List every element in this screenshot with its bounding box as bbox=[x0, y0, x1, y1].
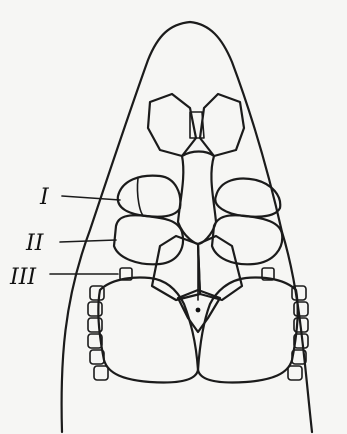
central-dot bbox=[196, 308, 201, 313]
label-ii: II bbox=[25, 231, 45, 256]
left-scalloped-margin bbox=[88, 286, 108, 380]
central-skull-plates bbox=[152, 152, 242, 333]
label-iii: III bbox=[9, 265, 37, 290]
left-lateral-plates bbox=[114, 176, 183, 265]
leader-line-i bbox=[62, 196, 120, 200]
leader-lines bbox=[50, 196, 120, 274]
leader-line-ii bbox=[60, 240, 116, 242]
body-outline bbox=[62, 22, 312, 432]
anterior-skull-plates bbox=[148, 94, 244, 156]
label-i: I bbox=[39, 185, 50, 210]
